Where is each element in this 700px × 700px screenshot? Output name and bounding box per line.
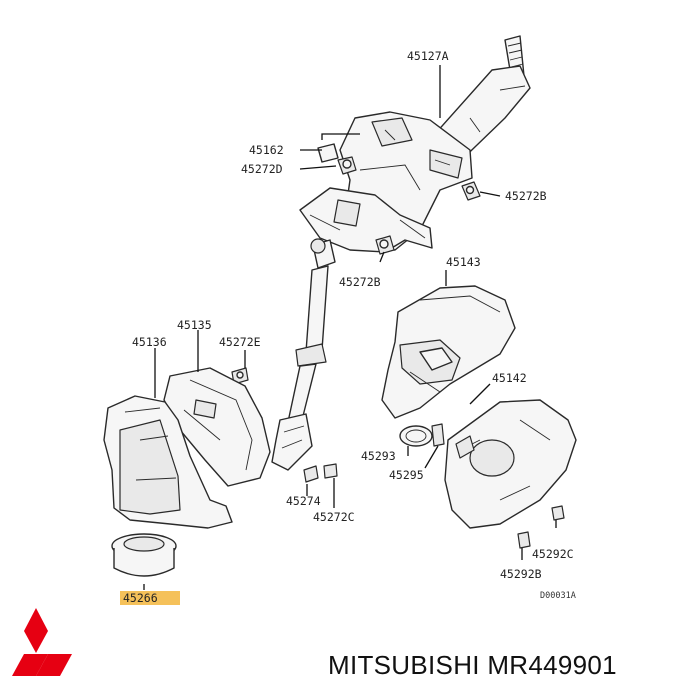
- dust-cover-45136: [103, 395, 233, 529]
- label-45295: 45295: [389, 468, 424, 482]
- seal-45293: [399, 425, 433, 447]
- grommet-45295: [431, 423, 445, 447]
- bolt-45272B-upper: [461, 181, 481, 201]
- label-45136: 45136: [132, 335, 167, 349]
- bolt-45272D: [337, 156, 357, 175]
- label-45272E: 45272E: [219, 335, 261, 349]
- mitsubishi-logo-icon: [12, 608, 72, 676]
- label-45143: 45143: [446, 255, 481, 269]
- part-labels: 45127A 45162 45272D 45272B 45272B 45143 …: [120, 49, 576, 605]
- highlight-45266: [120, 591, 180, 605]
- screw-45292C: [551, 505, 565, 521]
- label-45162: 45162: [249, 143, 284, 157]
- bolt-45274: [303, 465, 319, 483]
- clip-45162: [317, 143, 339, 163]
- label-45274: 45274: [286, 494, 321, 508]
- grommet-45266: [111, 533, 177, 577]
- intermediate-shaft: [271, 238, 336, 471]
- bolt-45272E: [231, 367, 249, 385]
- label-45135: 45135: [177, 318, 212, 332]
- drawing-code: D00031A: [540, 591, 576, 601]
- label-45266: 45266: [123, 591, 158, 605]
- steering-column-assembly: [299, 35, 531, 253]
- brand-caption: MITSUBISHI MR449901: [328, 650, 617, 680]
- bolt-45272C: [323, 463, 338, 479]
- column-cover-lower-45142: [444, 399, 577, 529]
- label-45292B: 45292B: [500, 567, 542, 581]
- leader-lines: [143, 65, 557, 590]
- label-45272C: 45272C: [313, 510, 355, 524]
- label-45142: 45142: [492, 371, 527, 385]
- bolt-45272B-mid: [375, 235, 395, 255]
- screw-45292B: [517, 531, 531, 549]
- label-45272B-mid: 45272B: [339, 275, 381, 289]
- label-45127A: 45127A: [407, 49, 449, 63]
- label-45272B-upper: 45272B: [505, 189, 547, 203]
- label-45272D: 45272D: [241, 162, 283, 176]
- column-cover-upper-45143: [381, 285, 516, 419]
- label-45292C: 45292C: [532, 547, 574, 561]
- label-45293: 45293: [361, 449, 396, 463]
